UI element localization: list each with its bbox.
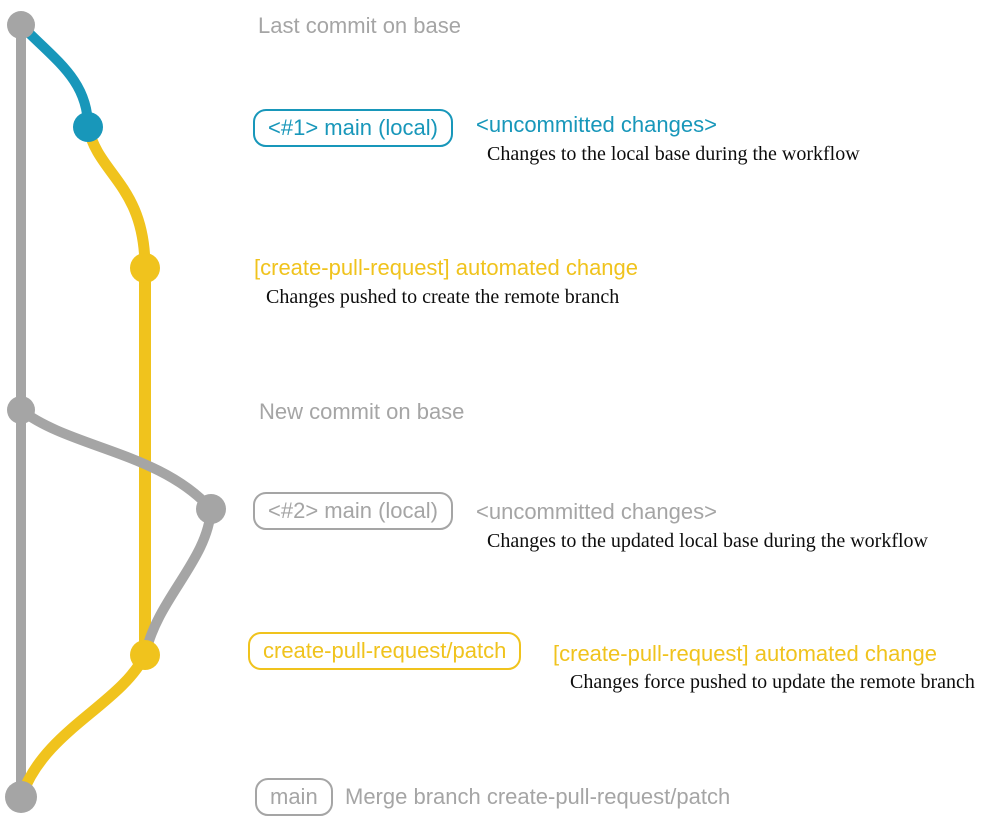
commit-node-new-base [7,396,35,424]
commit-node-merge [5,781,37,813]
new-commit-on-base-label: New commit on base [259,399,465,424]
commit-node-uncommitted-1 [73,112,103,142]
local-main-branch-line [16,20,93,132]
branch-badge-main: main [255,778,333,817]
rebase-branch-in-line [141,504,216,657]
push-create-description: Changes pushed to create the remote bran… [266,286,620,308]
commit-node-automated-change-1 [130,253,160,283]
git-graph [5,11,226,813]
uncommitted-changes-label-1: <uncommitted changes> [476,112,717,137]
uncommitted-changes-description-1: Changes to the local base during the wor… [487,143,860,165]
merge-branch-line [16,649,151,801]
commit-node-uncommitted-2 [196,494,226,524]
rebase-branch-out-line [16,405,216,514]
uncommitted-changes-description-2: Changes to the updated local base during… [487,530,928,552]
uncommitted-changes-label-2: <uncommitted changes> [476,499,717,524]
automated-change-commit-message-1: [create-pull-request] automated change [254,255,639,280]
merge-commit-message: Merge branch create-pull-request/patch [345,784,731,809]
branch-badge-main-local-2: <#2> main (local) [253,492,453,531]
force-push-description: Changes force pushed to update the remot… [570,671,975,693]
last-commit-on-base-label: Last commit on base [258,13,461,38]
commit-node-last-base [7,11,35,39]
patch-branch-out-line [82,121,151,274]
branch-badge-main-local-1: <#1> main (local) [253,109,453,148]
automated-change-commit-message-2: [create-pull-request] automated change [553,641,938,666]
branch-badge-create-pull-request-patch: create-pull-request/patch [248,632,522,671]
commit-node-automated-change-2 [130,640,160,670]
